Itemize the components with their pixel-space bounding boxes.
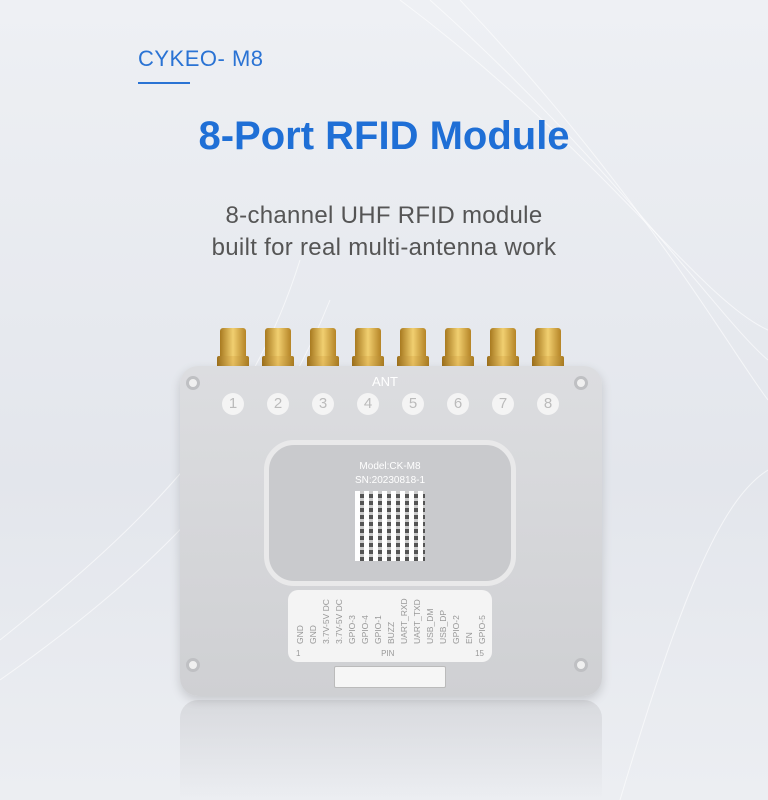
qr-code-icon xyxy=(355,491,425,561)
pin-name: GND xyxy=(308,625,318,644)
pin-caption: PIN xyxy=(381,649,395,658)
sma-connector xyxy=(307,328,339,370)
page-title: 8-Port RFID Module xyxy=(198,114,570,158)
device-reflection xyxy=(180,700,602,800)
pin-name: USB_DP xyxy=(438,609,448,644)
sma-connector xyxy=(487,328,519,370)
pin-end: 15 xyxy=(475,649,484,658)
port-number: 6 xyxy=(447,393,469,415)
sma-connector xyxy=(442,328,474,370)
sma-connector xyxy=(532,328,564,370)
pin-name: GPIO-2 xyxy=(451,615,461,644)
pin-name: UART_RXD xyxy=(399,598,409,644)
pin-name: UART_TXD xyxy=(412,599,422,644)
pin-name: GPIO-5 xyxy=(477,615,487,644)
ant-label: ANT xyxy=(372,374,398,389)
port-number: 3 xyxy=(312,393,334,415)
port-number: 8 xyxy=(537,393,559,415)
serial-text: SN:20230818-1 xyxy=(354,475,426,486)
pin-name: 3.7V-5V DC xyxy=(321,599,331,644)
mount-hole xyxy=(186,376,200,390)
port-number: 2 xyxy=(267,393,289,415)
mount-hole xyxy=(574,658,588,672)
sma-connector xyxy=(217,328,249,370)
port-number: 7 xyxy=(492,393,514,415)
port-number: 4 xyxy=(357,393,379,415)
pin-name: GND xyxy=(295,625,305,644)
brand-name: CYKEO- M8 xyxy=(138,46,264,71)
pin-name: 3.7V-5V DC xyxy=(334,599,344,644)
pin-connector xyxy=(334,666,446,688)
pin-name: GPIO-1 xyxy=(373,615,383,644)
pin-name: BUZZ xyxy=(386,621,396,644)
mount-hole xyxy=(186,658,200,672)
label-window: Model:CK-M8 SN:20230818-1 xyxy=(264,440,516,586)
port-number: 5 xyxy=(402,393,424,415)
pin-start: 1 xyxy=(296,649,301,658)
sma-connector xyxy=(397,328,429,370)
model-text: Model:CK-M8 xyxy=(359,461,421,472)
subtitle-line-2: built for real multi-antenna work xyxy=(211,234,557,261)
brand-underline xyxy=(138,82,190,84)
sma-connector xyxy=(352,328,384,370)
sma-connector xyxy=(262,328,294,370)
subtitle-line-1: 8-channel UHF RFID module xyxy=(225,202,543,229)
pin-name: USB_DM xyxy=(425,608,435,644)
mount-hole xyxy=(574,376,588,390)
pin-name: GPIO-4 xyxy=(360,615,370,644)
pin-name: GPIO-3 xyxy=(347,615,357,644)
port-number: 1 xyxy=(222,393,244,415)
pin-name: EN xyxy=(464,632,474,644)
